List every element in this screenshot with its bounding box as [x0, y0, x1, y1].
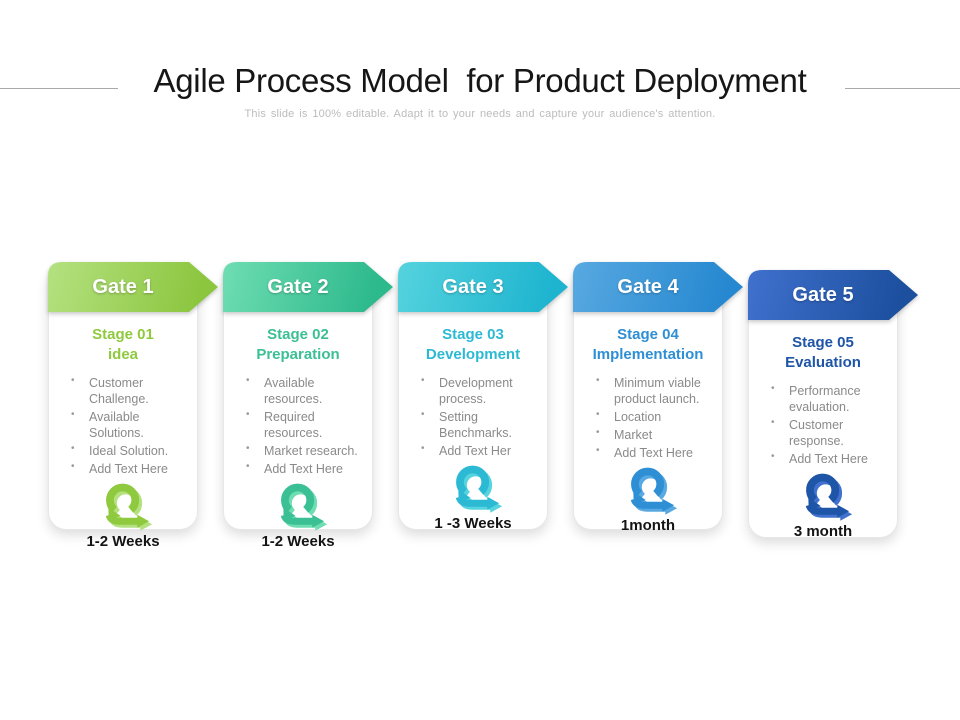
stage-name: Development [425, 345, 521, 363]
bullet-item: Add Text Here [594, 445, 718, 461]
slide-title: Agile Process Model for Product Deployme… [153, 62, 807, 99]
stage-title: Stage 03 Development [399, 325, 547, 365]
bullet-item: Required resources. [244, 409, 368, 441]
duration-label: 1month [620, 516, 676, 534]
stage-title: Stage 04 Implementation [574, 325, 722, 365]
stage-number: Stage 02 [267, 326, 329, 343]
agile-sprint-loop-icon [92, 479, 154, 530]
agile-sprint-loop-icon [792, 469, 854, 520]
bullet-list: Minimum viable product launch. LocationMa… [594, 375, 718, 463]
stage-number: Stage 04 [617, 326, 679, 343]
bullet-item: Add Text Here [244, 461, 368, 477]
duration-label: 1-2 Weeks [86, 532, 160, 550]
agile-loop-svg [805, 473, 850, 518]
gate-banner-shape: Gate 2 [223, 262, 393, 312]
stage-number: Stage 03 [442, 326, 504, 343]
agile-sprint-loop-icon [267, 479, 329, 530]
gate-banner[interactable]: Gate 5 [748, 270, 918, 320]
agile-loop-svg [455, 465, 500, 510]
stage-title: Stage 01 idea [49, 325, 197, 365]
gate-label: Gate 3 [442, 276, 504, 298]
gate-banner[interactable]: Gate 1 [48, 262, 218, 312]
agile-loop-svg [280, 483, 325, 528]
gate-banner-shape: Gate 4 [573, 262, 743, 312]
bullet-list: Performance evaluation.Customer response… [769, 383, 893, 469]
stage-name: Evaluation [785, 353, 861, 371]
gate-banner-shape: Gate 1 [48, 262, 218, 312]
gate-banner[interactable]: Gate 4 [573, 262, 743, 312]
title-rule-right [845, 88, 960, 89]
stage-column: Stage 03 Development Development process… [398, 262, 570, 542]
bullet-item: Ideal Solution. [69, 443, 193, 459]
bullet-item: Available Solutions. [69, 409, 193, 441]
bullet-list: Customer Challenge.Available Solutions. I… [69, 375, 193, 479]
bullet-item: Performance evaluation. [769, 383, 893, 415]
bullet-item: Available resources. [244, 375, 368, 407]
bullet-item: Customer response. [769, 417, 893, 449]
bullet-item: Add Text Here [69, 461, 193, 477]
stage-column: Stage 02 Preparation Available resources… [223, 262, 395, 550]
stage-number: Stage 05 [792, 334, 854, 351]
stage-name: idea [107, 345, 138, 363]
agile-loop-svg [630, 467, 675, 512]
stage-name: Implementation [592, 345, 704, 363]
title-rule-left [0, 88, 118, 89]
bullet-item: Development process. [419, 375, 543, 407]
agile-sprint-loop-icon [617, 463, 679, 514]
duration-label: 1-2 Weeks [261, 532, 335, 550]
bullet-item: Minimum viable product launch. [594, 375, 718, 407]
slide-subtitle: This slide is 100% editable. Adapt it to… [244, 108, 716, 120]
duration-label: 1 -3 Weeks [434, 514, 512, 532]
gate-banner[interactable]: Gate 2 [223, 262, 393, 312]
stage-column: Stage 01 idea Customer Challenge.Availab… [48, 262, 220, 550]
stage-title: Stage 05 Evaluation [749, 333, 897, 373]
stage-number: Stage 01 [92, 326, 154, 343]
gate-banner-shape: Gate 5 [748, 270, 918, 320]
stage-title: Stage 02 Preparation [224, 325, 372, 365]
bullet-item: Market research. [244, 443, 368, 459]
bullet-item: Add Text Here [769, 451, 893, 467]
stage-column: Stage 04 Implementation Minimum viable p… [573, 262, 745, 542]
stage-card[interactable]: Stage 01 idea Customer Challenge.Availab… [48, 266, 198, 550]
agile-sprint-loop-icon [442, 461, 504, 512]
agile-loop-svg [105, 483, 150, 528]
bullet-item: Add Text Her [419, 443, 543, 459]
bullet-list: Available resources.Required resources. M… [244, 375, 368, 479]
duration-label: 3 month [793, 522, 853, 540]
stage-column: Stage 05 Evaluation Performance evaluati… [748, 270, 920, 550]
bullet-item: Setting Benchmarks. [419, 409, 543, 441]
gate-label: Gate 2 [267, 276, 329, 298]
bullet-list: Development process.Setting Benchmarks. A… [419, 375, 543, 461]
bullet-item: Location [594, 409, 718, 425]
bullet-item: Market [594, 427, 718, 443]
stage-name: Preparation [256, 345, 340, 363]
bullet-item: Customer Challenge. [69, 375, 193, 407]
gate-label: Gate 5 [792, 284, 854, 306]
gate-banner-shape: Gate 3 [398, 262, 568, 312]
gate-label: Gate 4 [617, 276, 679, 298]
gate-banner[interactable]: Gate 3 [398, 262, 568, 312]
gate-label: Gate 1 [92, 276, 154, 298]
